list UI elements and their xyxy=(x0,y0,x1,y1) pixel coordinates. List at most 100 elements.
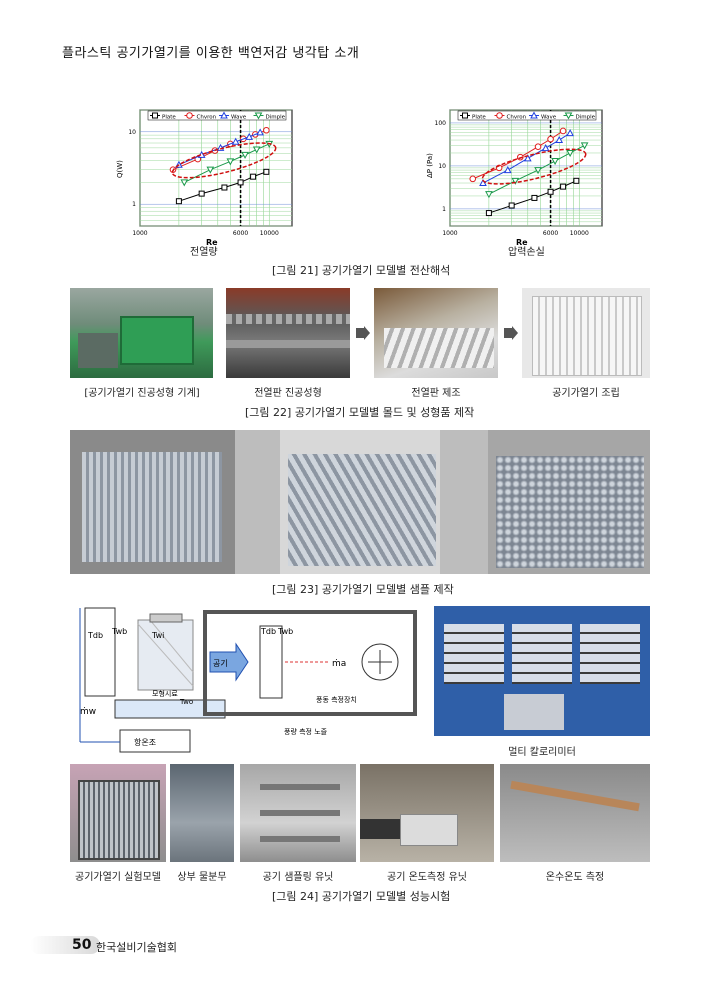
data-point xyxy=(206,166,215,174)
x-tick-label: 1000 xyxy=(132,230,147,237)
label-two: Two xyxy=(179,698,193,706)
legend-label: Wave xyxy=(231,115,247,121)
fig24-label-4: 공기 온도측정 유닛 xyxy=(387,872,467,883)
data-point xyxy=(256,128,264,136)
x-tick-label: 6000 xyxy=(543,230,558,237)
data-point xyxy=(469,175,477,183)
series-plate xyxy=(485,177,580,217)
data-point xyxy=(555,135,564,144)
data-point xyxy=(231,137,240,145)
y-tick-label: 1 xyxy=(442,206,446,213)
data-point xyxy=(221,184,228,191)
fig24-label-1: 공기가열기 실험모델 xyxy=(75,872,161,883)
highlight-ellipse xyxy=(481,148,587,185)
photo-air-temperature-unit xyxy=(360,764,494,862)
data-point xyxy=(175,198,182,205)
y-tick-label: 10 xyxy=(128,129,136,136)
fig24-caption: [그림 24] 공기가열기 모델별 성능시험 xyxy=(272,890,451,903)
data-point xyxy=(541,144,550,152)
photo-multi-calorimeter xyxy=(434,606,650,736)
data-point xyxy=(547,135,554,143)
legend-marker xyxy=(220,111,228,119)
highlight-ellipse xyxy=(171,142,277,179)
data-point xyxy=(523,154,532,162)
legend-marker xyxy=(496,112,503,119)
legend-label: Dimple xyxy=(576,115,596,121)
y-axis-label: ΔP (Pa) xyxy=(426,153,434,178)
y-tick-label: 100 xyxy=(435,120,447,127)
arrow-right-icon xyxy=(356,326,370,340)
data-point xyxy=(503,166,512,174)
fig23-caption: [그림 23] 공기가열기 모델별 샘플 제작 xyxy=(272,583,454,596)
series-plate xyxy=(175,168,270,205)
photo-sample-row xyxy=(70,430,650,574)
data-point xyxy=(551,158,559,166)
data-point xyxy=(263,168,270,175)
label-twi: Twi xyxy=(151,631,164,640)
x-tick-label: 10000 xyxy=(260,230,279,237)
x-tick-label: 1000 xyxy=(442,230,457,237)
photo-top-water-spray xyxy=(170,764,234,862)
chart-right-subtitle: 압력손실 xyxy=(508,247,545,258)
data-point xyxy=(547,188,554,195)
photo-vacuum-forming-machine xyxy=(70,288,213,378)
photo-plate-vacuum-forming xyxy=(226,288,350,378)
legend-marker xyxy=(462,112,468,119)
fig22-label-2: 전열판 진공성형 xyxy=(254,388,322,399)
legend-marker xyxy=(530,111,538,119)
y-tick-label: 10 xyxy=(438,163,446,170)
data-point xyxy=(245,132,254,140)
fig22-caption: [그림 22] 공기가열기 모델별 몰드 및 성형품 제작 xyxy=(245,406,475,419)
arrow-right-icon xyxy=(504,326,518,340)
footer-organization: 한국설비기술협회 xyxy=(96,941,177,954)
label-mw: ṁw xyxy=(80,707,96,717)
label-thermo: 항온조 xyxy=(134,738,156,747)
fig22-label-1: [공기가열기 진공성형 기계] xyxy=(84,388,200,399)
photo-air-heater-assembly xyxy=(522,288,650,378)
x-tick-label: 10000 xyxy=(570,230,589,237)
data-point xyxy=(263,126,270,134)
data-point xyxy=(241,151,249,159)
fig24-label-2: 상부 물분무 xyxy=(177,872,227,883)
data-point xyxy=(534,167,542,175)
fig24-right-label: 멀티 칼로리미터 xyxy=(508,747,576,758)
photo-air-heater-test-model xyxy=(70,764,166,862)
label-ma: ṁa xyxy=(332,659,346,669)
data-point xyxy=(573,177,580,184)
footer-decoration xyxy=(30,936,100,954)
data-point xyxy=(534,143,542,150)
x-axis-label: Re xyxy=(516,238,528,247)
x-tick-label: 6000 xyxy=(233,230,248,237)
data-point xyxy=(485,210,492,217)
page-number: 50 xyxy=(72,937,92,953)
series-chvron xyxy=(469,127,567,183)
photo-hot-water-temperature xyxy=(500,764,650,862)
data-point xyxy=(566,149,574,158)
label-tdb: Tdb xyxy=(87,631,103,640)
label-nozzle: 풍량 측정 노즐 xyxy=(284,727,328,736)
data-point xyxy=(559,127,567,135)
data-point xyxy=(180,179,189,187)
legend-marker xyxy=(186,112,193,119)
label-air: 공기 xyxy=(213,659,228,668)
x-axis-label: Re xyxy=(206,238,218,247)
photo-air-sampling-unit xyxy=(240,764,356,862)
data-point xyxy=(252,146,261,154)
label-sample: 모형시료 xyxy=(152,690,178,698)
data-point xyxy=(580,142,589,150)
legend-marker xyxy=(564,112,573,120)
label-flow-device: 풍동 측정장치 xyxy=(316,695,357,704)
data-point xyxy=(485,191,493,199)
data-point xyxy=(250,173,257,180)
label-twb-2: Twb xyxy=(277,627,293,636)
data-point xyxy=(508,202,515,209)
data-point xyxy=(237,179,244,186)
fig21-caption: [그림 21] 공기가열기 모델별 전산해석 xyxy=(272,264,451,277)
legend-label: Chvron xyxy=(507,115,527,121)
data-point xyxy=(566,129,574,137)
fig24-label-5: 온수온도 측정 xyxy=(545,872,605,883)
